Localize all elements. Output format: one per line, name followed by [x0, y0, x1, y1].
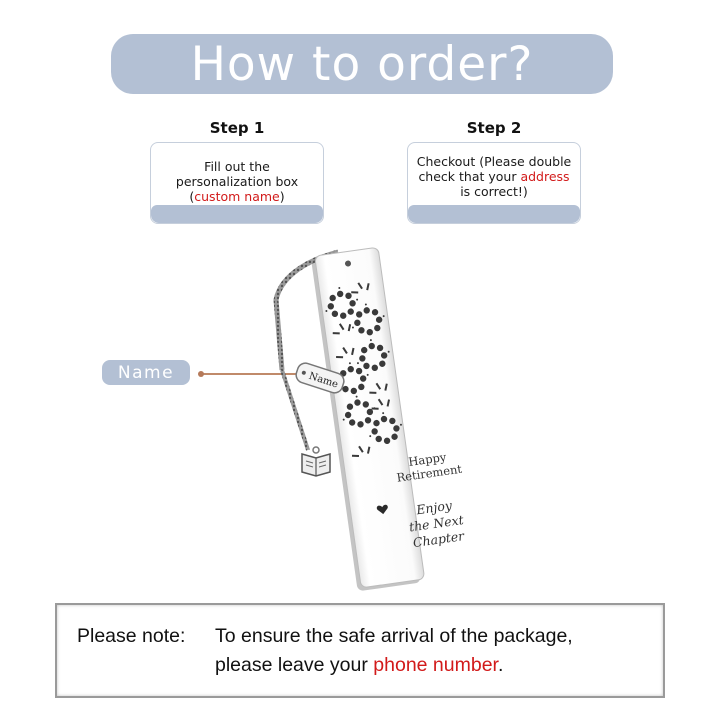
step-1-card: Step 1 Fill out the personalization box …	[150, 117, 324, 224]
step-2-box: Checkout (Please double check that your …	[407, 142, 581, 224]
book-charm-icon	[301, 446, 331, 477]
callout-pointer-line	[200, 373, 318, 375]
shipping-note-box: Please note: To ensure the safe arrival …	[55, 603, 665, 698]
step-2-highlight: address	[520, 169, 570, 184]
name-callout-label: Name	[102, 360, 190, 385]
step-1-text: Fill out the personalization box (custom…	[151, 143, 323, 204]
step-2-text: Checkout (Please double check that your …	[408, 143, 580, 199]
note-line-2-end: .	[497, 654, 504, 676]
step-1-text-end: )	[279, 189, 285, 204]
step-2-card: Step 2 Checkout (Please double check tha…	[407, 117, 581, 224]
note-line-2: please leave your phone number.	[215, 654, 503, 677]
note-line-1: To ensure the safe arrival of the packag…	[215, 625, 573, 647]
note-phone-highlight: phone number	[373, 654, 498, 676]
title-banner: How to order?	[111, 34, 613, 94]
note-label: Please note:	[77, 625, 186, 647]
bookmark-text-block: Happy Retirement Enjoy the Next Chapter	[382, 446, 484, 554]
step-2-text-end: is correct!)	[460, 184, 528, 199]
step-1-text-main: Fill out the personalization box (	[175, 159, 299, 204]
page-title: How to order?	[190, 36, 534, 92]
step-2-bar	[408, 205, 580, 223]
step-1-bar	[151, 205, 323, 223]
step-1-box: Fill out the personalization box (custom…	[150, 142, 324, 224]
callout-pointer-dot	[198, 371, 204, 377]
heart-icon	[376, 504, 388, 515]
bookmark-product-image: Name Happy Retirement Enjoy the Next Cha…	[260, 240, 500, 600]
step-1-title: Step 1	[209, 119, 265, 137]
note-line-2-text: please leave your	[215, 654, 374, 676]
step-2-text-main: Checkout (Please double check that your	[416, 154, 572, 184]
name-callout-text: Name	[117, 362, 175, 383]
bookmark-illustration: Name	[273, 247, 425, 591]
step-2-title: Step 2	[466, 119, 522, 137]
step-1-highlight: custom name	[194, 189, 280, 204]
